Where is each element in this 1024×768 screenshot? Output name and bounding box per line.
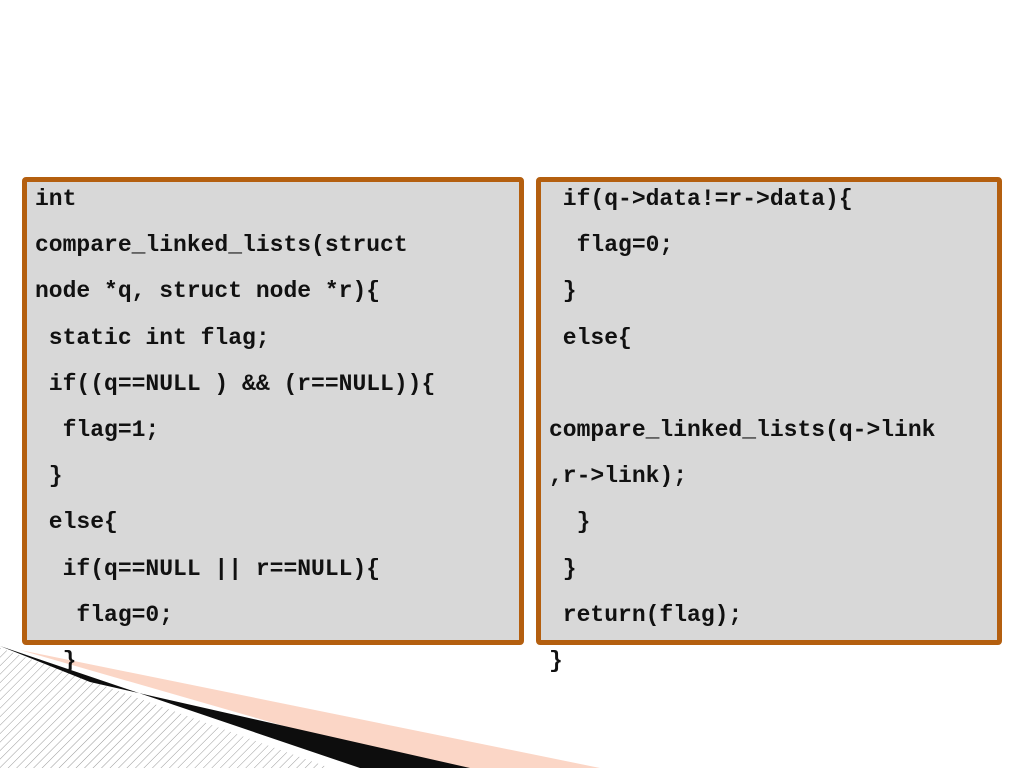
code-line: if(q->data!=r->data){ <box>549 186 853 212</box>
code-line: if((q==NULL ) && (r==NULL)){ <box>35 370 436 397</box>
code-line: compare_linked_lists(q->link <box>549 417 936 444</box>
code-line: } <box>35 648 77 675</box>
code-line: else{ <box>549 324 632 351</box>
code-panel-right: if(q->data!=r->data){ flag=0; } else{ co… <box>536 177 1002 674</box>
code-line: } <box>35 463 63 490</box>
code-block-left: int compare_linked_lists(struct node *q,… <box>35 176 435 684</box>
code-line: flag=1; <box>35 417 160 444</box>
code-line: return(flag); <box>549 601 743 628</box>
code-line: ,r->link); <box>549 463 688 490</box>
code-line: flag=0; <box>549 232 674 259</box>
code-line: flag=0; <box>35 601 174 628</box>
code-line: node *q, struct node *r){ <box>35 278 381 305</box>
code-line: } <box>549 278 577 305</box>
decorative-stripes-shape <box>0 646 600 768</box>
code-line: if(q==NULL || r==NULL){ <box>35 555 381 582</box>
code-line: } <box>549 648 563 675</box>
code-line: compare_linked_lists(struct <box>35 232 408 259</box>
code-line: else{ <box>35 509 118 536</box>
code-block-right: if(q->data!=r->data){ flag=0; } else{ co… <box>549 176 935 684</box>
code-line: } <box>549 509 591 536</box>
code-line: int <box>35 186 77 212</box>
code-line: } <box>549 555 577 582</box>
code-panel-left: int compare_linked_lists(struct node *q,… <box>22 177 524 674</box>
code-line: static int flag; <box>35 324 270 351</box>
